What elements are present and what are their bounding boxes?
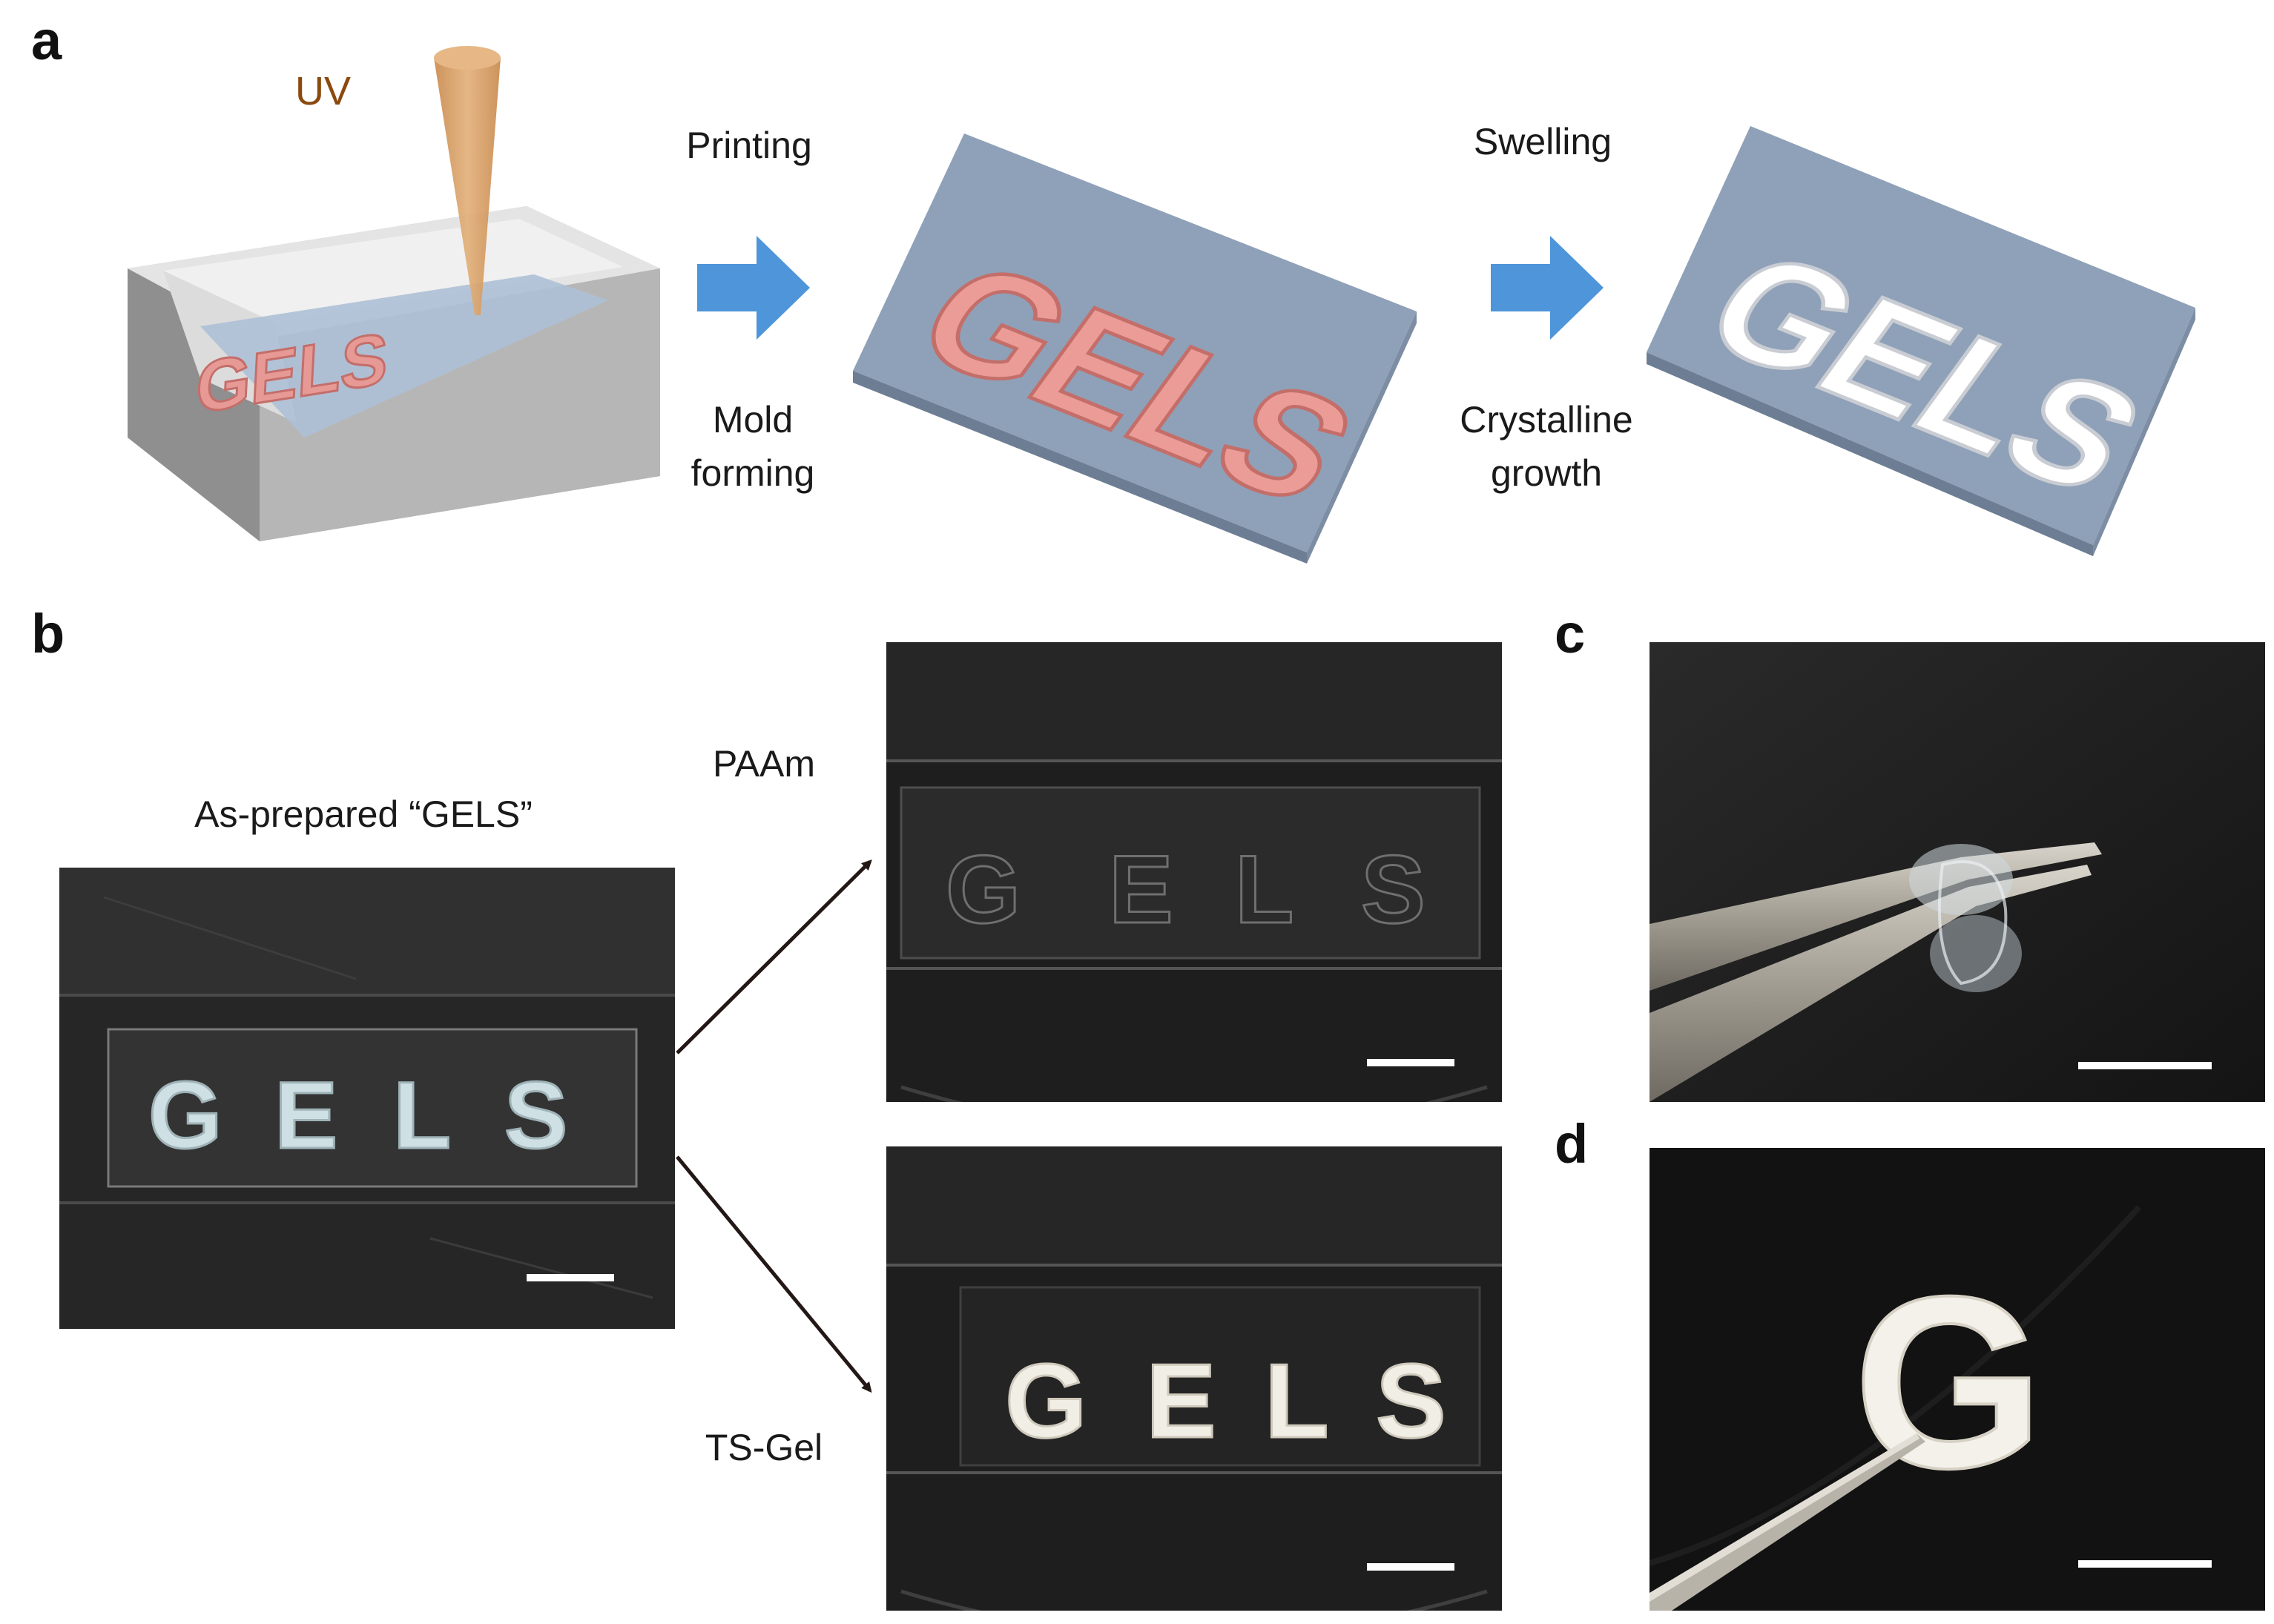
branch-arrows — [676, 859, 872, 1393]
panel-label-b: b — [31, 603, 65, 664]
scale-bar — [527, 1274, 614, 1281]
paam-letter-l: L — [1235, 835, 1293, 943]
arrow-swelling — [1491, 236, 1604, 340]
paam-letter-s: S — [1361, 835, 1426, 943]
crystal-letter-g: G — [1853, 1245, 2044, 1519]
tsgel-letter-e: E — [1146, 1342, 1216, 1460]
paam-letter-g: G — [946, 835, 1021, 943]
asprep-letter-s: S — [504, 1063, 567, 1169]
scale-bar — [1367, 1059, 1454, 1066]
uv-label: UV — [295, 69, 352, 113]
label-growth: growth — [1490, 452, 1603, 494]
label-forming: forming — [691, 452, 815, 494]
scale-bar — [2078, 1062, 2212, 1069]
label-mold: Mold — [712, 399, 794, 440]
photo-tweezers-gel — [1650, 642, 2265, 1102]
photo-as-prepared: G E L S — [59, 868, 675, 1329]
mold-slab-illustration: GELS — [853, 133, 1417, 564]
panel-label-d: d — [1555, 1113, 1589, 1175]
tsgel-letter-s: S — [1376, 1342, 1446, 1460]
label-printing: Printing — [686, 125, 812, 166]
panel-label-c: c — [1555, 603, 1586, 664]
tsgel-letter-g: G — [1005, 1342, 1087, 1460]
arrow-printing — [697, 236, 810, 340]
scale-bar — [2078, 1560, 2212, 1568]
photo-ts-gel: G E L S — [886, 1146, 1502, 1611]
asprep-letter-e: E — [274, 1063, 337, 1169]
label-as-prepared: As-prepared “GELS” — [194, 793, 533, 835]
photo-tweezers-g: G — [1650, 1148, 2265, 1611]
label-paam: PAAm — [713, 743, 815, 785]
asprep-letter-g: G — [148, 1063, 223, 1169]
label-ts-gel: TS-Gel — [705, 1427, 823, 1468]
scale-bar — [1367, 1563, 1454, 1571]
label-crystalline: Crystalline — [1460, 399, 1633, 440]
paam-letter-e: E — [1109, 835, 1173, 943]
asprep-letter-l: L — [393, 1063, 451, 1169]
panel-label-a: a — [31, 10, 62, 71]
photo-paam: G E L S — [886, 642, 1502, 1102]
crystal-slab-illustration: GELS — [1647, 126, 2195, 556]
printing-vat-illustration: GELS — [128, 46, 660, 541]
label-swelling: Swelling — [1473, 121, 1612, 162]
tsgel-letter-l: L — [1265, 1342, 1329, 1460]
